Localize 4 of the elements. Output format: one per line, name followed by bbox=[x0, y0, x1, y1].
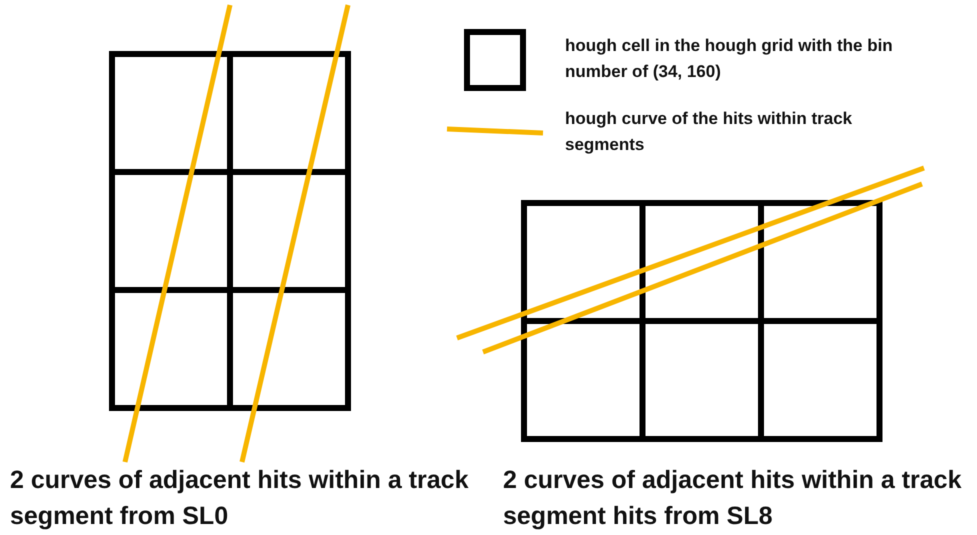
caption: 2 curves of adjacent hits within a track segment hits from SL8 bbox=[503, 465, 962, 532]
legend-text: hough curve of the hits within track segments bbox=[565, 108, 854, 156]
legend-text: hough cell in the hough grid with the bin number of (34, 160) bbox=[565, 35, 894, 83]
caption: 2 curves of adjacent hits within a track segment from SL0 bbox=[10, 465, 470, 532]
